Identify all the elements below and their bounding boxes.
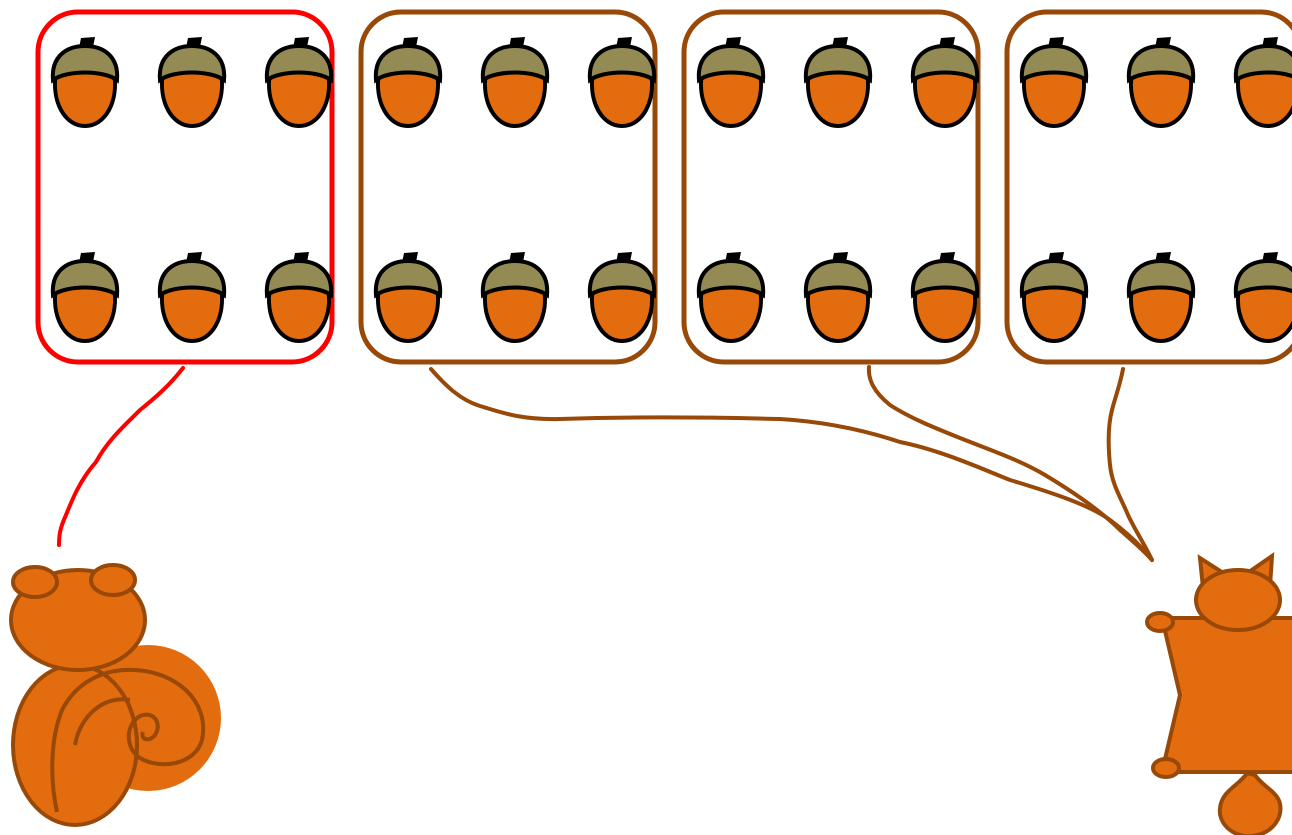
acorn-icon [480, 250, 550, 343]
group-border [681, 9, 981, 365]
connector-group2-cat [429, 367, 1154, 562]
acorn-icon [50, 35, 120, 128]
acorn-icon [1233, 250, 1292, 343]
acorn-group-4 [1004, 9, 1292, 365]
acorn-icon [1233, 35, 1292, 128]
connector-group3-cat [866, 365, 1154, 562]
acorn-icon [696, 250, 766, 343]
acorn-icon [1126, 250, 1196, 343]
acorn-icon [264, 35, 334, 128]
acorn-icon [373, 250, 443, 343]
group-border [358, 9, 658, 365]
acorn-icon [157, 35, 227, 128]
acorn-groups [35, 9, 1292, 365]
group-border [35, 9, 335, 365]
acorn-icon [50, 250, 120, 343]
acorn-icon [157, 250, 227, 343]
acorn-icon [480, 35, 550, 128]
acorn-icon [803, 250, 873, 343]
acorn-icon [587, 35, 657, 128]
connector-group1-squirrel [57, 366, 185, 547]
acorn-icon [696, 35, 766, 128]
acorn-icon [587, 250, 657, 343]
connector-group4-cat [1106, 367, 1154, 562]
acorn-icon [1019, 250, 1089, 343]
acorn-group-3 [681, 9, 981, 365]
acorn-icon [910, 250, 980, 343]
acorn-icon [373, 35, 443, 128]
acorn-icon [1126, 35, 1196, 128]
connectors [57, 365, 1154, 562]
acorn-icon [910, 35, 980, 128]
group-border [1004, 9, 1292, 365]
acorn-icon [803, 35, 873, 128]
cat-icon [1145, 551, 1292, 835]
acorn-group-2 [358, 9, 658, 365]
acorn-icon [1019, 35, 1089, 128]
acorn-icon [264, 250, 334, 343]
acorn-group-1 [35, 9, 335, 365]
squirrel-icon [9, 563, 221, 827]
